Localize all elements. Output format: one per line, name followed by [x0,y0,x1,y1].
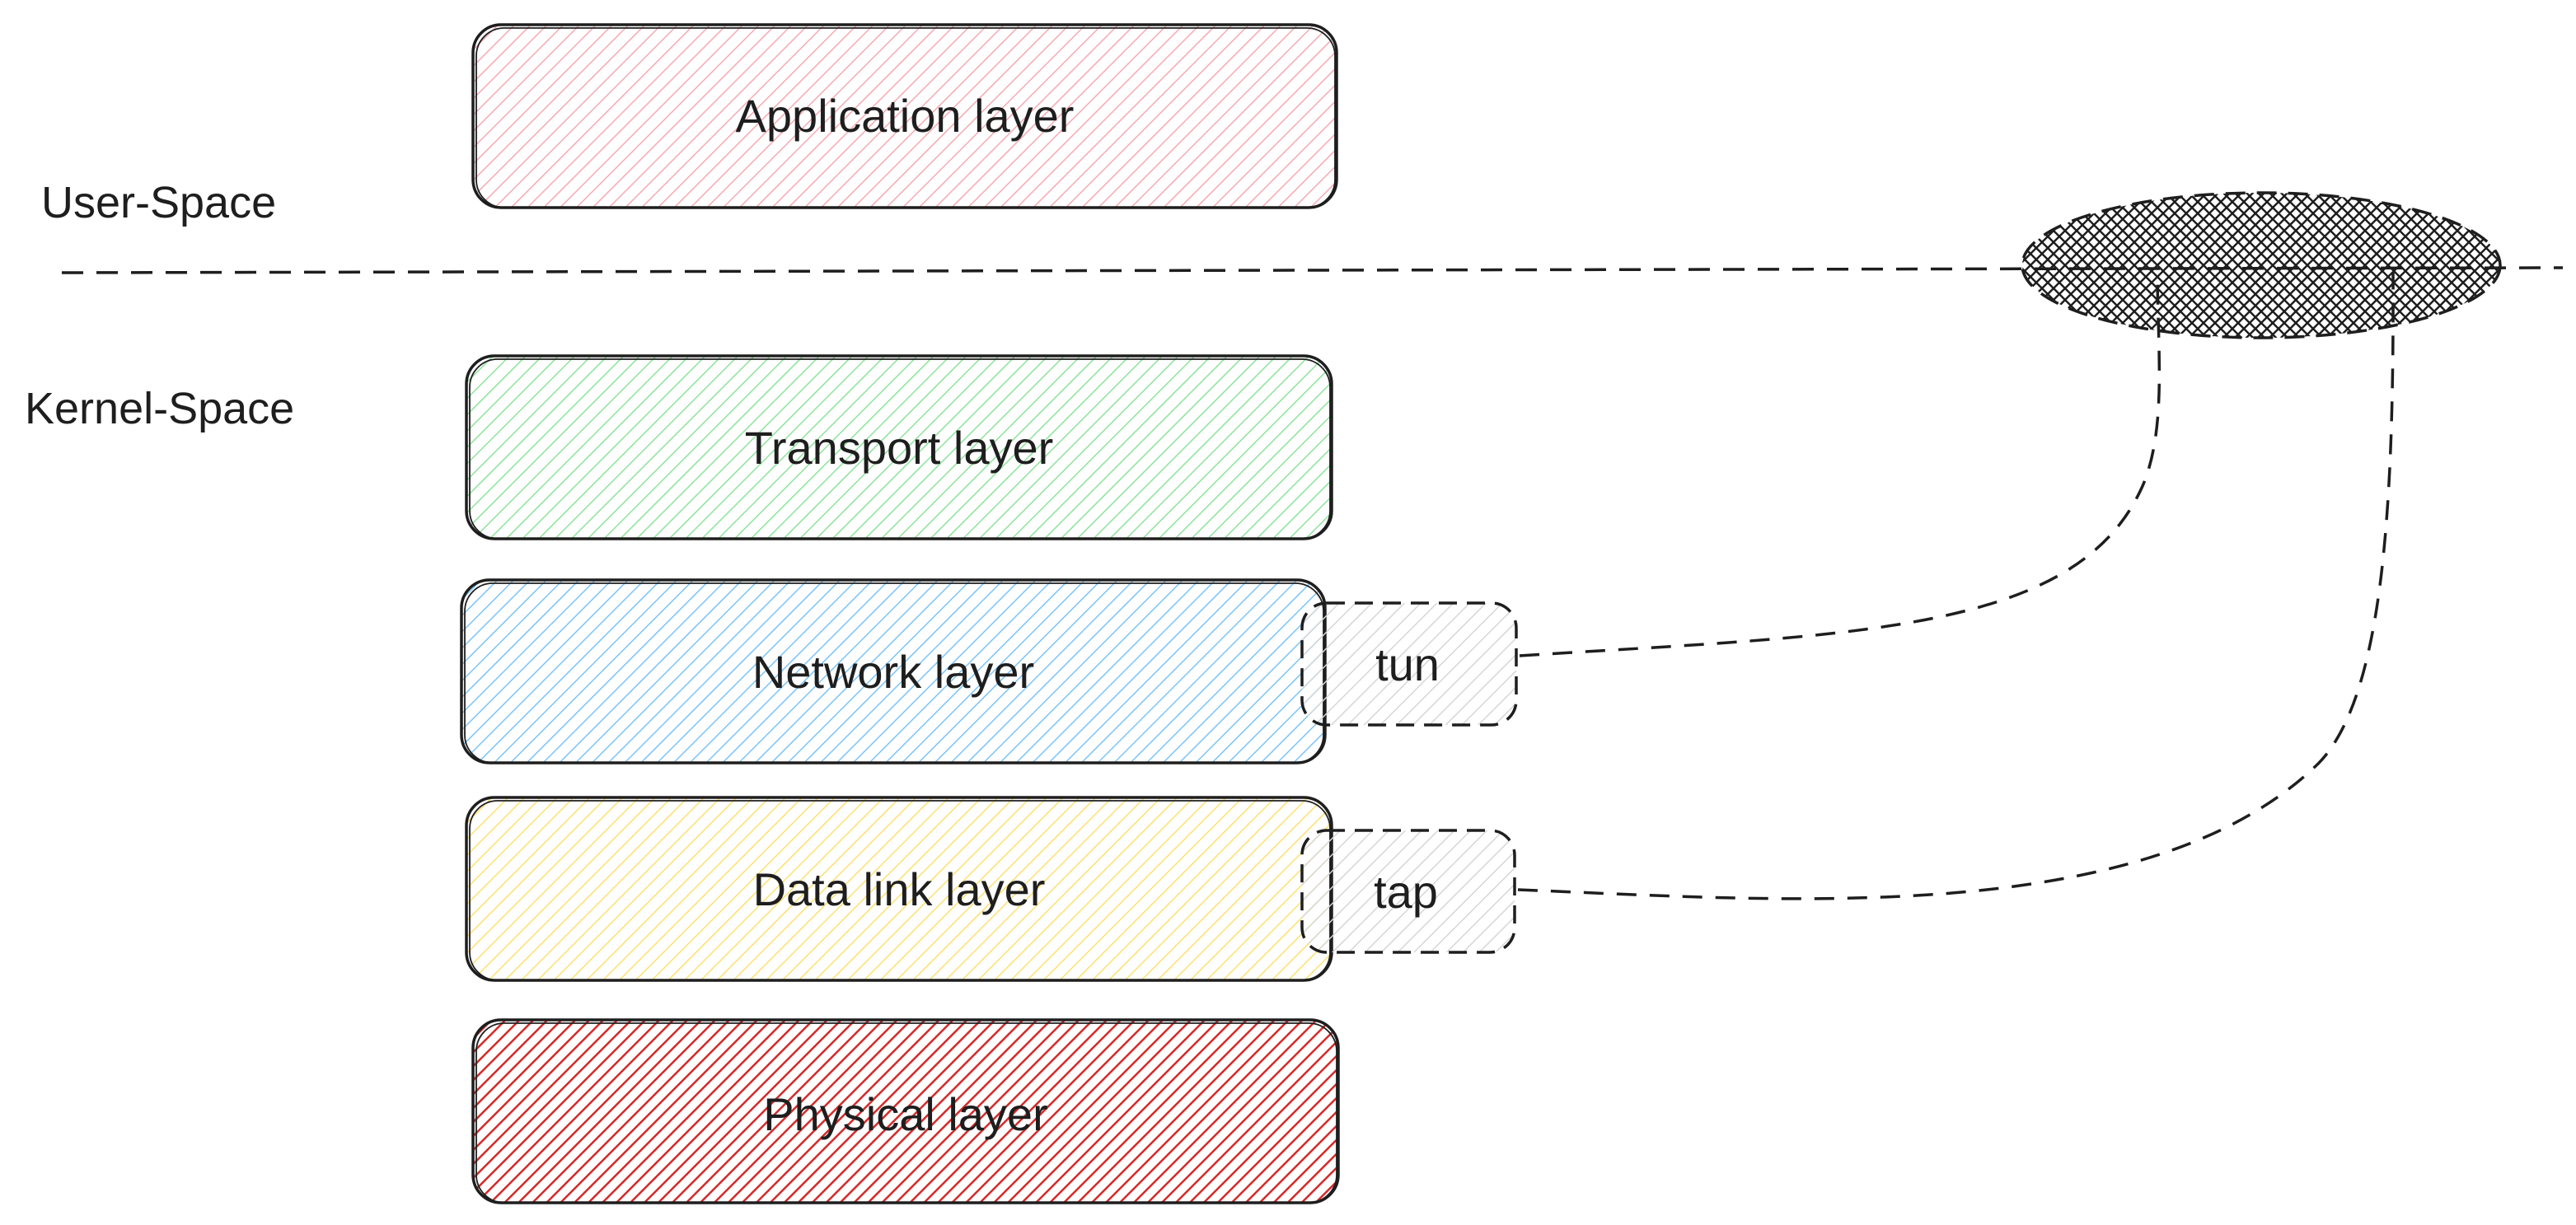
physical-layer-box: Physical layer [471,1018,1340,1204]
user-space-label: User-Space [41,178,276,227]
physical-layer-label: Physical layer [763,1088,1047,1140]
tap-connector-line [1517,271,2395,900]
data-link-layer-label: Data link layer [753,863,1046,915]
kernel-space-label: Kernel-Space [25,384,294,433]
tap-interface-label: tap [1374,866,1438,918]
network-layer-box: Network layer [460,578,1327,764]
userspace-program-ellipse [2021,191,2502,339]
transport-layer-box: Transport layer [465,354,1333,540]
application-layer-box: Application layer [471,23,1338,209]
transport-layer-label: Transport layer [745,422,1054,474]
data-link-layer-box: Data link layer [465,796,1333,982]
application-layer-label: Application layer [736,90,1075,142]
tun-interface-box: tun [1300,601,1518,727]
tun-connector-line [1519,271,2161,657]
tun-interface-label: tun [1375,638,1440,690]
network-layer-label: Network layer [752,646,1034,698]
tap-interface-box: tap [1300,829,1516,954]
